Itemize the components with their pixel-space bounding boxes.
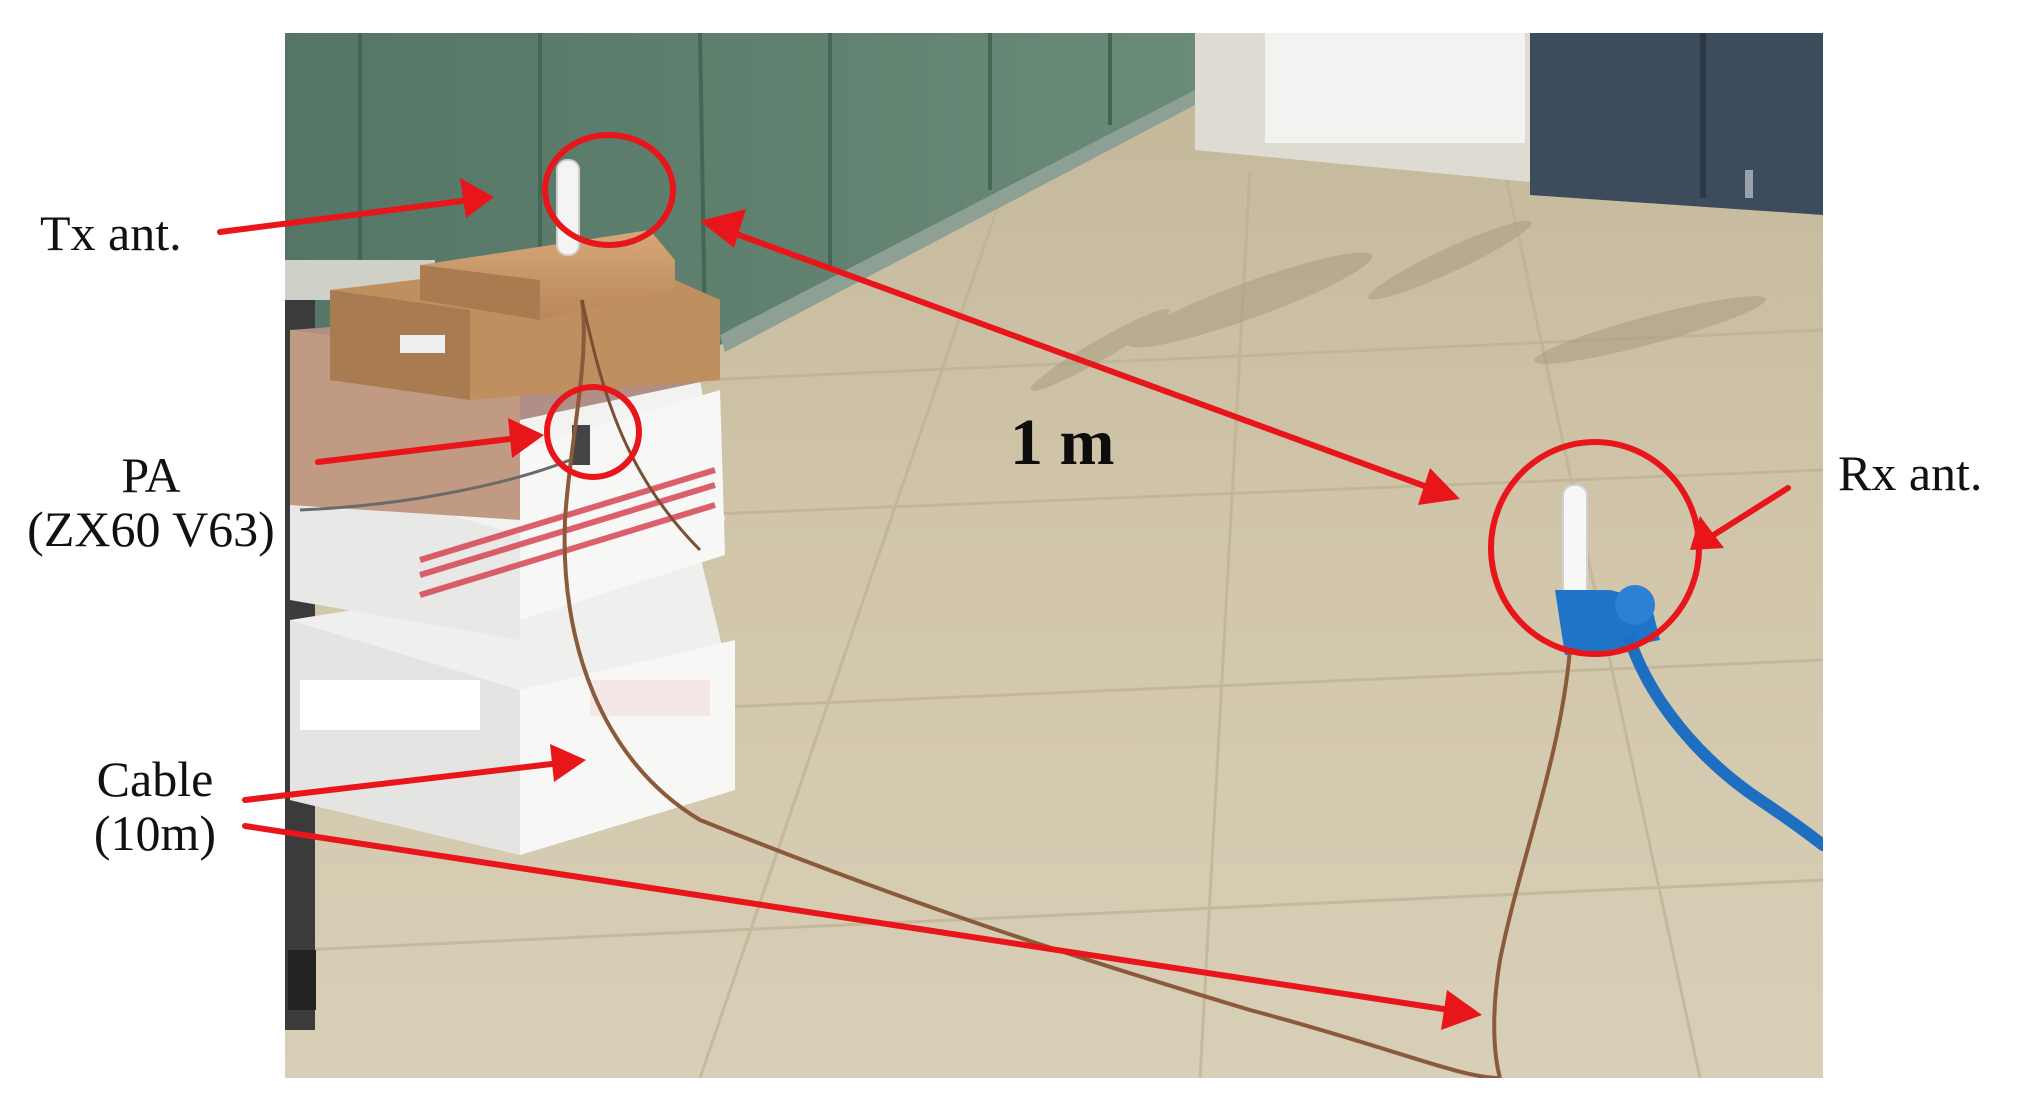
pa-label-line1: PA <box>121 447 181 503</box>
cable-label-line2: (10m) <box>93 805 217 861</box>
cable-label-line1: Cable <box>96 751 214 807</box>
tx-antenna-circle <box>542 132 676 248</box>
pa-label: PA (ZX60 V63) <box>22 448 280 556</box>
photo <box>285 33 1823 1078</box>
rx-antenna-label: Rx ant. <box>1838 445 1983 501</box>
tx-antenna-label: Tx ant. <box>40 205 182 261</box>
pa-circle <box>544 384 642 480</box>
annotation-arrowheads <box>460 178 1724 1030</box>
pa-label-line2: (ZX60 V63) <box>27 501 275 557</box>
distance-label: 1 m <box>1010 406 1115 479</box>
cable-label: Cable (10m) <box>70 752 240 860</box>
